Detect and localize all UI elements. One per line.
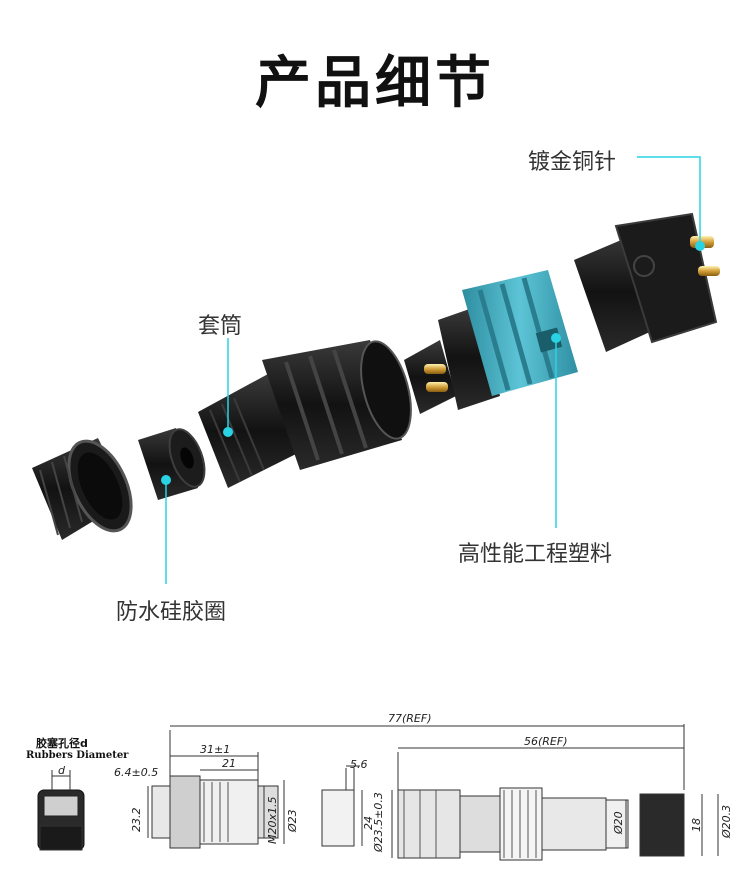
rubber-view	[37, 770, 85, 851]
dim-m20: M20x1.5	[266, 797, 279, 845]
dimension-drawing: d 77(REF) 56(REF) 31±1 21 6.4±0.5 23.2 M…	[37, 712, 733, 861]
dim-18: 18	[690, 818, 703, 832]
rubber-label-zh: 胶塞孔径d	[36, 737, 88, 750]
nut-cap	[32, 438, 133, 540]
dim-d20: Ø20	[612, 811, 625, 835]
receptacle-side-view	[391, 747, 719, 861]
dim-d23: Ø23	[286, 809, 299, 833]
dim-21: 21	[222, 757, 236, 770]
callout-lines	[161, 156, 705, 584]
callout-pin: 镀金铜针	[528, 150, 617, 175]
dim-d23-5: Ø23.5±0.3	[372, 792, 385, 853]
dim-31: 31±1	[200, 743, 230, 756]
dim-total: 77(REF)	[388, 712, 432, 725]
receptacle	[574, 212, 720, 352]
dim-24: 24	[362, 816, 375, 830]
dim-6-4: 6.4±0.5	[114, 766, 158, 779]
callout-seal: 防水硅胶圈	[116, 600, 227, 625]
nut-front-view	[321, 765, 363, 847]
dim-d: d	[58, 764, 66, 777]
plug-body	[404, 270, 578, 414]
plug-side-view	[147, 724, 685, 849]
sleeve	[198, 340, 412, 488]
callout-plastic: 高性能工程塑料	[458, 542, 613, 567]
callout-sleeve: 套筒	[198, 314, 243, 339]
dim-56ref: 56(REF)	[524, 735, 568, 748]
product-exploded-view	[32, 156, 720, 584]
dim-23-2: 23.2	[130, 808, 143, 833]
page-title: 产品细节	[255, 50, 495, 116]
rubber-label-en: Rubbers Diameter	[26, 750, 129, 761]
dim-d20-3: Ø20.3	[720, 805, 733, 839]
dim-5-6: 5.6	[350, 758, 368, 771]
silicone-seal	[138, 428, 206, 500]
